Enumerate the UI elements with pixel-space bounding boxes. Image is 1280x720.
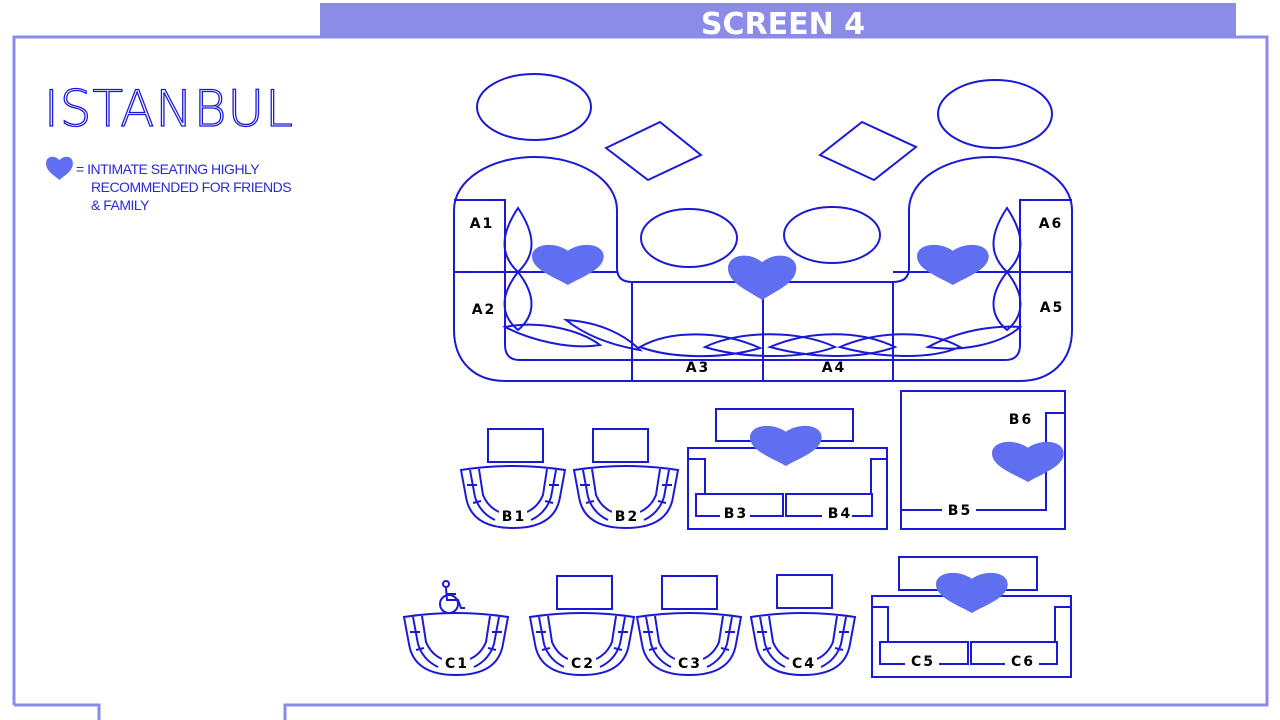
chair-arms: [757, 615, 849, 668]
wheelchair-icon: [439, 580, 465, 614]
seat-label-c1[interactable]: C1: [445, 656, 469, 672]
chair-outline: [635, 612, 743, 677]
heart-icon: [992, 441, 1064, 482]
label-backdrop: [822, 503, 852, 519]
label-backdrop: [942, 502, 976, 518]
chair-outline: [572, 465, 680, 530]
chair-outline: [459, 465, 567, 530]
sofa-a-dividers: [454, 271, 1072, 381]
label-backdrop: [1005, 652, 1039, 668]
seat-label-c4[interactable]: C4: [792, 656, 816, 672]
booth-outline: [900, 390, 1066, 530]
chair-c2[interactable]: C2: [528, 575, 636, 677]
heart-icon: [750, 425, 822, 466]
seat-label-b5[interactable]: B5: [948, 503, 972, 519]
chair-outline: [749, 612, 857, 677]
table-rect: [556, 575, 613, 610]
chair-outline: [402, 612, 510, 677]
table-rect: [776, 574, 833, 609]
table-rect: [661, 575, 718, 610]
chair-arms: [580, 468, 672, 521]
seat-label-b6[interactable]: B6: [1009, 412, 1033, 428]
screen-banner: [320, 3, 1236, 37]
seat-label-a1[interactable]: A1: [470, 216, 495, 232]
label-backdrop: [675, 653, 703, 669]
seat-label-a4[interactable]: A4: [822, 360, 847, 376]
table-rect: [592, 428, 649, 463]
chair-arms: [467, 468, 559, 521]
table-diamond: [604, 120, 703, 182]
table-oval: [937, 79, 1053, 149]
seat-label-a3[interactable]: A3: [686, 360, 711, 376]
label-backdrop: [442, 653, 470, 669]
table-rect: [487, 428, 544, 463]
sofa-c5-c6: C5 C6: [871, 556, 1072, 678]
seat-label-c6[interactable]: C6: [1011, 654, 1035, 670]
seat-label-c3[interactable]: C3: [678, 656, 702, 672]
seat-label-b2[interactable]: B2: [615, 509, 639, 525]
seat-label-b1[interactable]: B1: [502, 509, 526, 525]
heart-icon: [917, 244, 989, 285]
seat-label-a5[interactable]: A5: [1040, 300, 1065, 316]
sofa-arms: [872, 606, 1071, 642]
cushion-leaves: [502, 318, 1023, 358]
seat-label-a2[interactable]: A2: [472, 302, 497, 318]
booth-b5-b6: B5 B6: [900, 390, 1066, 530]
sofa-arms: [688, 458, 887, 494]
label-backdrop: [789, 653, 817, 669]
chair-arms: [643, 615, 735, 668]
seat-label-c2[interactable]: C2: [571, 656, 595, 672]
sofa-a-outline: [453, 155, 1073, 382]
chair-b2[interactable]: B2: [572, 428, 680, 530]
cushion-leaves: [503, 206, 1022, 332]
legend-line-2: RECOMMENDED FOR FRIENDS: [91, 179, 291, 195]
chair-c4[interactable]: C4: [749, 574, 857, 677]
chair-arms: [410, 615, 502, 668]
legend-line-1: = INTIMATE SEATING HIGHLY: [76, 161, 260, 177]
chair-c1[interactable]: C1: [402, 612, 510, 677]
section-a: A1 A2 A3 A4 A5 A6: [453, 73, 1073, 382]
sofa-b3-b4: B3 B4: [687, 408, 888, 530]
table-oval: [640, 208, 738, 268]
label-backdrop: [568, 653, 596, 669]
heart-icon: [936, 572, 1008, 613]
heart-icon: [728, 255, 797, 300]
chair-arms: [536, 615, 628, 668]
seat-label-c5[interactable]: C5: [911, 654, 935, 670]
heart-icon: [46, 156, 73, 180]
label-backdrop: [499, 506, 527, 522]
legend-line-3: & FAMILY: [91, 197, 150, 213]
heart-icon: [532, 244, 604, 285]
seat-label-b3[interactable]: B3: [724, 506, 748, 522]
label-backdrop: [905, 652, 939, 668]
chair-c3[interactable]: C3: [635, 575, 743, 677]
chair-b1[interactable]: B1: [459, 428, 567, 530]
table-oval: [783, 206, 881, 264]
room-frame: [12, 35, 1269, 720]
venue-title: ISTANBUL: [44, 80, 294, 138]
seat-label-a6[interactable]: A6: [1039, 216, 1064, 232]
label-backdrop: [720, 503, 750, 519]
chair-outline: [528, 612, 636, 677]
label-backdrop: [612, 506, 640, 522]
table-oval: [476, 73, 592, 141]
table-diamond: [818, 120, 918, 182]
seat-label-b4[interactable]: B4: [828, 506, 852, 522]
